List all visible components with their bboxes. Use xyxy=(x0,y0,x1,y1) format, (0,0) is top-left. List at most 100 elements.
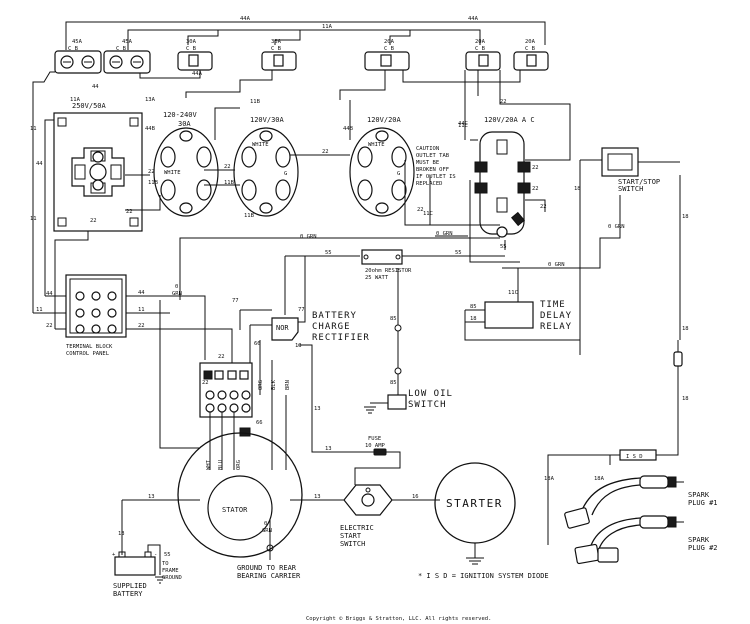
svg-text:44: 44 xyxy=(46,291,53,297)
svg-text:13: 13 xyxy=(295,343,302,349)
svg-text:22: 22 xyxy=(202,380,209,386)
svg-text:18: 18 xyxy=(682,396,689,402)
svg-text:22: 22 xyxy=(46,323,53,329)
svg-text:C B: C B xyxy=(186,46,197,52)
copyright-text: Copyright © Briggs & Stratton, LLC. All … xyxy=(306,616,491,622)
svg-text:10 AMP: 10 AMP xyxy=(365,443,386,449)
svg-text:11C: 11C xyxy=(458,123,468,129)
stator: STATOR 0 GRN GROUND TO REAR BEARING CARR… xyxy=(177,432,303,580)
starter: STARTER xyxy=(434,462,516,565)
svg-text:18A: 18A xyxy=(594,476,605,482)
svg-text:BEARING CARRIER: BEARING CARRIER xyxy=(237,572,301,580)
breaker-20a-2: 20A C B xyxy=(465,39,501,71)
svg-text:-: - xyxy=(154,552,157,558)
svg-text:C B: C B xyxy=(116,46,127,52)
svg-text:MUST BE: MUST BE xyxy=(416,160,439,166)
svg-text:20A: 20A xyxy=(475,39,486,45)
svg-text:BATTERY: BATTERY xyxy=(113,590,143,598)
svg-text:PLUG #1: PLUG #1 xyxy=(688,499,718,507)
svg-text:START: START xyxy=(340,532,362,540)
time-delay-relay: TIME DELAY RELAY 11C 85 18 xyxy=(464,268,580,341)
svg-text:FUSE: FUSE xyxy=(368,436,381,442)
svg-text:BRN: BRN xyxy=(285,380,291,390)
supplied-battery: 13 13 55 + - TO FRAME GROUND SUPPLIED BA… xyxy=(112,494,200,598)
svg-text:18A: 18A xyxy=(544,476,555,482)
svg-text:22: 22 xyxy=(218,354,225,360)
svg-text:I S D: I S D xyxy=(626,454,643,460)
resistor-20ohm: 20ohm RESISTOR 25 WATT xyxy=(361,249,412,281)
svg-text:18: 18 xyxy=(470,316,477,322)
wire-13a-label: 13A xyxy=(145,97,156,103)
svg-text:120V/30A: 120V/30A xyxy=(250,116,285,124)
svg-text:TIME: TIME xyxy=(540,300,566,310)
wire-44a-label: 44A xyxy=(240,16,251,22)
svg-text:G: G xyxy=(397,171,400,177)
top-wire-labels: 44A 44A 11A 44A 44 11A 13A 11B 22 44C xyxy=(70,16,507,127)
svg-text:11: 11 xyxy=(36,307,43,313)
svg-text:22: 22 xyxy=(224,164,231,170)
svg-text:22: 22 xyxy=(532,186,539,192)
svg-text:0 GRN: 0 GRN xyxy=(300,234,317,240)
svg-text:GROUND: GROUND xyxy=(162,575,182,581)
wire-11a-label: 11A xyxy=(70,97,81,103)
terminal-block-control-panel: TERMINAL BLOCK CONTROL PANEL xyxy=(65,274,127,357)
svg-text:REPLACED: REPLACED xyxy=(416,181,443,187)
svg-text:11B: 11B xyxy=(244,213,255,219)
svg-text:120V/20A A C: 120V/20A A C xyxy=(484,116,535,124)
svg-text:20A: 20A xyxy=(384,39,395,45)
ignition-system-diode: I S D 18A 18A xyxy=(544,340,683,545)
svg-text:22: 22 xyxy=(126,209,133,215)
wire-22-label: 22 xyxy=(500,99,507,105)
svg-text:C B: C B xyxy=(525,46,536,52)
svg-text:13: 13 xyxy=(314,494,321,500)
svg-text:SWITCH: SWITCH xyxy=(618,185,643,193)
svg-text:18: 18 xyxy=(682,214,689,220)
outlet-120-240v: 120-240V 30A WHITE xyxy=(153,111,219,217)
svg-text:GROUND TO REAR: GROUND TO REAR xyxy=(237,564,297,572)
low-oil-switch: 85 85 LOW OIL SWITCH xyxy=(364,268,452,414)
svg-text:TO: TO xyxy=(162,561,169,567)
outlet-wire-labels: 44B 22 22 11B 22 11B 11B 22 44B 22 11C 1… xyxy=(126,123,547,250)
svg-text:11B: 11B xyxy=(148,180,159,186)
svg-text:13: 13 xyxy=(118,531,125,537)
svg-text:11C: 11C xyxy=(508,290,518,296)
svg-text:45A: 45A xyxy=(72,39,83,45)
caution-note: CAUTION OUTLET TAB MUST BE BROKEN OFF IF… xyxy=(416,146,456,187)
outlet-250v-50a: 250V/50A xyxy=(53,102,143,232)
svg-text:RELAY: RELAY xyxy=(540,322,572,332)
svg-text:C B: C B xyxy=(475,46,486,52)
svg-text:85: 85 xyxy=(390,316,397,322)
electric-start-switch: 13 16 ELECTRIC START SWITCH xyxy=(290,484,440,548)
svg-text:C B: C B xyxy=(384,46,395,52)
ground-wire-labels: 0 GRN 0 GRN 0 GRN 55 55 0 GRN xyxy=(172,231,565,297)
svg-text:77: 77 xyxy=(232,298,239,304)
svg-text:C B: C B xyxy=(68,46,79,52)
svg-text:SWITCH: SWITCH xyxy=(408,400,447,410)
breaker-45a-2: 45A C B xyxy=(103,39,151,74)
svg-text:START/STOP: START/STOP xyxy=(618,178,660,186)
svg-text:GRN: GRN xyxy=(262,528,272,534)
svg-text:22: 22 xyxy=(322,149,329,155)
breaker-30a-1: 30A C B xyxy=(177,39,213,71)
svg-text:13: 13 xyxy=(325,446,332,452)
svg-text:30A: 30A xyxy=(271,39,282,45)
svg-text:STATOR: STATOR xyxy=(222,506,248,514)
breaker-45a-1: 45A C B xyxy=(54,39,102,74)
svg-text:GRN: GRN xyxy=(172,291,182,297)
svg-text:G: G xyxy=(284,171,287,177)
svg-text:44B: 44B xyxy=(343,126,354,132)
ground-wires xyxy=(179,195,621,315)
svg-text:55: 55 xyxy=(325,250,332,256)
svg-text:DELAY: DELAY xyxy=(540,311,572,321)
svg-text:WHITE: WHITE xyxy=(164,170,181,176)
svg-text:11B: 11B xyxy=(224,180,235,186)
svg-text:55: 55 xyxy=(455,250,462,256)
fuse-10a: FUSE 10 AMP xyxy=(354,436,401,485)
svg-text:0 GRN: 0 GRN xyxy=(436,231,453,237)
battery-charge-rectifier: NOR BATTERY CHARGE RECTIFIER 77 77 13 13… xyxy=(232,256,375,453)
svg-text:0: 0 xyxy=(264,521,267,527)
svg-text:25 WATT: 25 WATT xyxy=(365,275,389,281)
svg-text:CHARGE: CHARGE xyxy=(312,322,351,332)
spark-plug-1: SPARK PLUG #1 xyxy=(564,475,718,529)
stator-connector-block: 22 22 66 66 xyxy=(199,341,263,437)
